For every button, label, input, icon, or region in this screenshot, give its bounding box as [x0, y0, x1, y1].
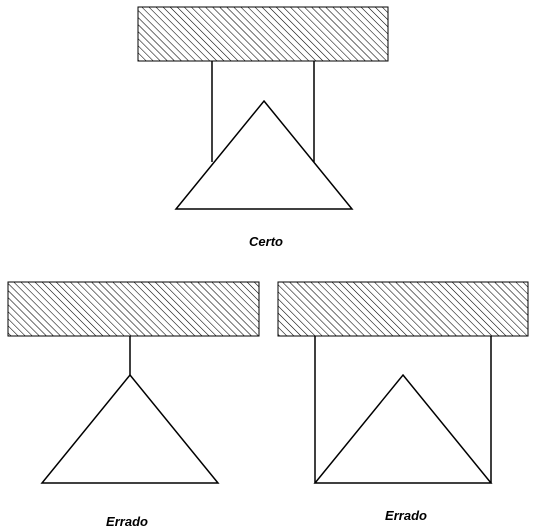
hanging-triangle — [174, 99, 354, 210]
panel-correct — [137, 6, 389, 210]
panel-wrong-left — [7, 281, 260, 484]
caption-wrong-left: Errado — [106, 514, 148, 529]
hatched-support-beam — [7, 281, 260, 337]
caption-correct: Certo — [249, 234, 283, 249]
hanging-triangle — [313, 373, 493, 484]
hatched-support-beam — [277, 281, 529, 337]
panel-wrong-right — [277, 281, 529, 484]
hatched-support-beam — [137, 6, 389, 62]
hanging-triangle — [40, 373, 220, 484]
caption-wrong-right: Errado — [385, 508, 427, 523]
